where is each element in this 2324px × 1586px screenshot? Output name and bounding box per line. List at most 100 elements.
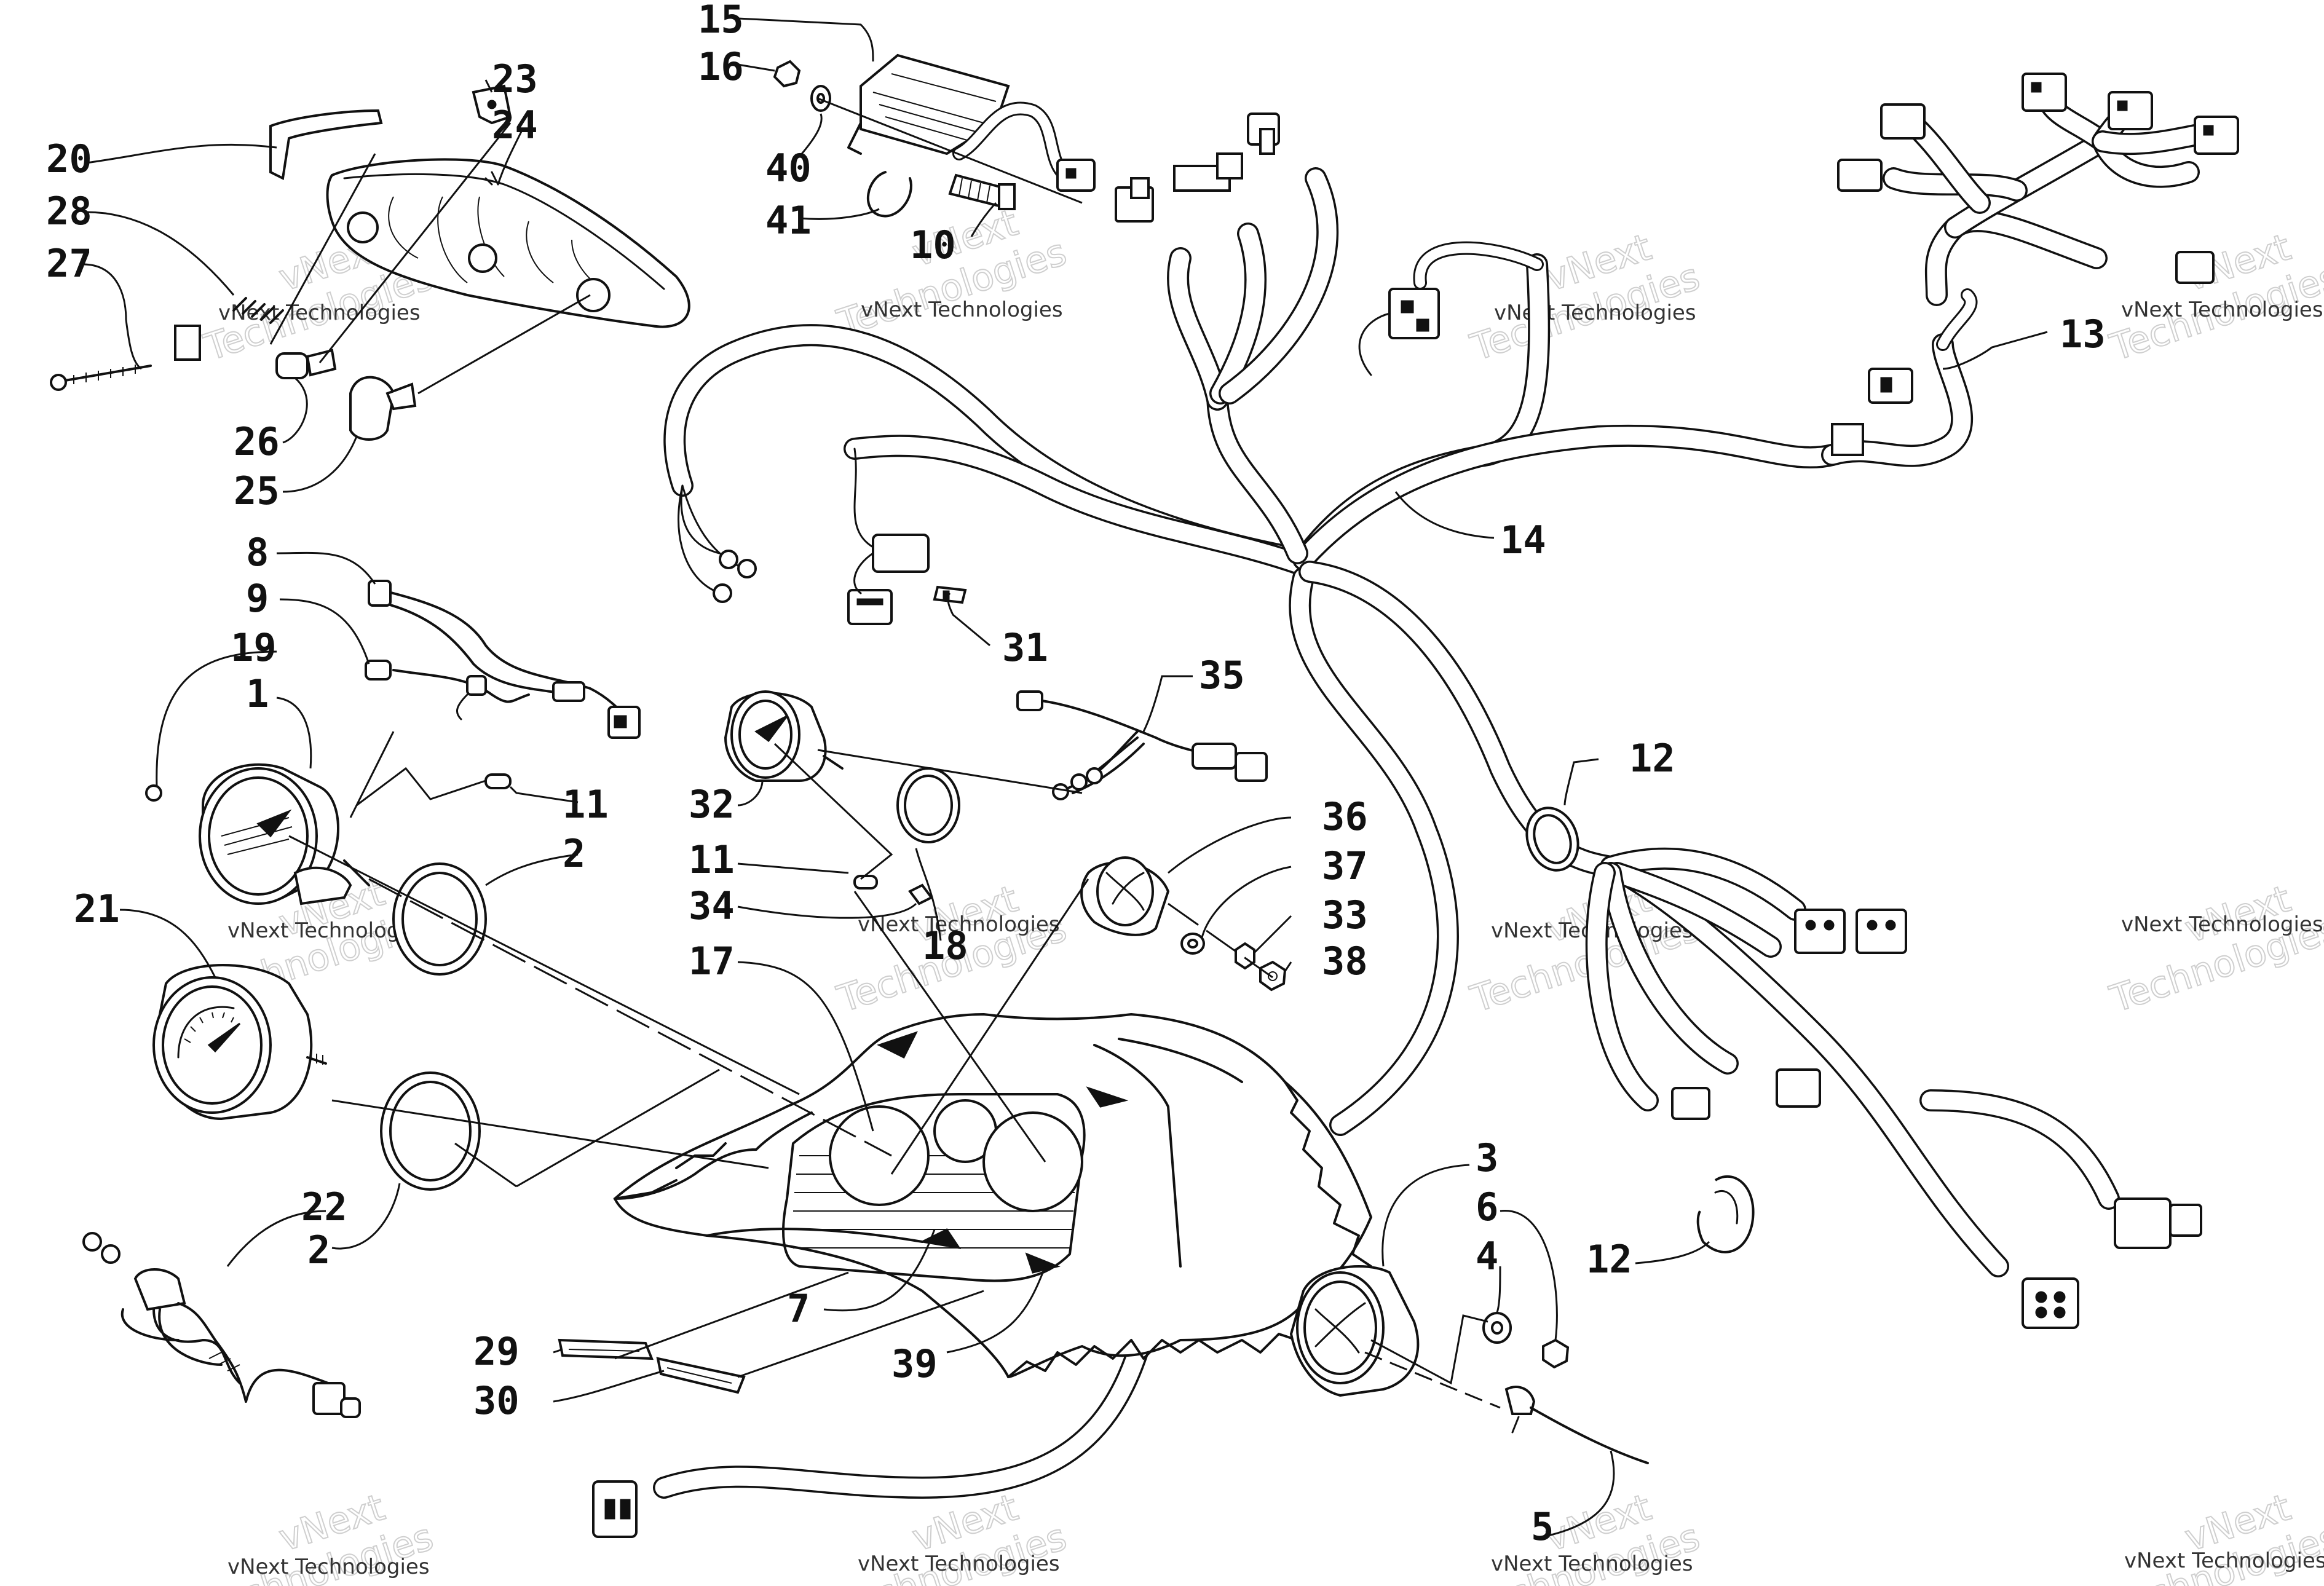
callout-2-upper: 2 [563, 831, 585, 876]
pigtail-8-9 [365, 580, 641, 739]
harness-connector-switch [1358, 288, 1440, 376]
callout-35: 35 [1199, 653, 1245, 698]
callout-20: 20 [46, 136, 92, 181]
speedo-cable-5 [1504, 1386, 1649, 1464]
callout-39: 39 [891, 1341, 938, 1386]
callout-10: 10 [910, 223, 956, 267]
callout-6: 6 [1476, 1185, 1498, 1229]
callout-41: 41 [765, 198, 812, 243]
gauge-32 [724, 690, 844, 782]
nut-16 [773, 60, 801, 88]
pigtail-22 [82, 1232, 361, 1418]
watermark-small-top-center: vNext Technologies [861, 298, 1063, 322]
gasket-2-lower [380, 1071, 481, 1191]
harness-connector-bottom-left [592, 1480, 638, 1538]
callout-37: 37 [1322, 843, 1368, 888]
callout-26: 26 [234, 419, 280, 464]
callout-25: 25 [234, 468, 280, 513]
callout-4: 4 [1476, 1234, 1498, 1279]
adjuster-spring-28 [174, 297, 284, 361]
harness-ring-terminals [678, 484, 757, 603]
switch-housing-36 [1080, 856, 1170, 936]
gasket-2-upper [392, 862, 487, 976]
regulator-connector [1056, 159, 1096, 192]
washer-4 [1482, 1312, 1512, 1344]
callout-28: 28 [46, 189, 92, 234]
callout-23: 23 [492, 57, 538, 101]
callout-1: 1 [246, 671, 269, 716]
callout-7: 7 [787, 1286, 810, 1331]
callout-12-lower: 12 [1586, 1237, 1632, 1282]
nut-6 [1542, 1338, 1570, 1369]
callout-29: 29 [473, 1329, 520, 1374]
callout-12-upper: 12 [1629, 736, 1675, 781]
callout-16: 16 [698, 44, 744, 89]
gasket-18 [896, 767, 960, 843]
callout-40: 40 [765, 146, 812, 191]
callout-24: 24 [492, 103, 538, 148]
callout-9: 9 [246, 576, 269, 621]
watermark-layer: vNext Technologies vNext Technologies vN… [199, 200, 2324, 1586]
watermark-small-top-mid: vNext Technologies [1494, 301, 1696, 325]
callout-21: 21 [74, 886, 120, 931]
callout-14: 14 [1500, 518, 1546, 562]
watermark-small-top-left: vNext Technologies [218, 301, 421, 325]
watermark-top-mid: vNext Technologies [1465, 225, 1705, 370]
watermark-small-bottom-mid: vNext Technologies [1491, 1552, 1693, 1576]
callout-5: 5 [1531, 1504, 1554, 1549]
callout-3: 3 [1476, 1135, 1498, 1180]
washer-40 [810, 85, 831, 112]
bulb-socket-25 [349, 376, 417, 441]
harness-connector-top-2 [1173, 152, 1243, 192]
washer-37 [1180, 933, 1205, 955]
callout-2-lower: 2 [307, 1228, 330, 1272]
callout-18: 18 [922, 923, 968, 968]
callout-31: 31 [1002, 625, 1048, 670]
harness-connector-right-lower [1671, 909, 2202, 1329]
watermark-small-bottom-center: vNext Technologies [858, 1552, 1060, 1576]
dash-mesh-panel [792, 1155, 1076, 1249]
fuse-31 [933, 585, 967, 604]
callout-11-center: 11 [689, 837, 735, 882]
callout-11-left: 11 [563, 782, 609, 827]
leader-lines [82, 17, 2048, 1538]
callout-27: 27 [46, 241, 92, 286]
gauge-3 [1289, 1265, 1420, 1397]
callout-17: 17 [689, 939, 735, 984]
callout-36: 36 [1322, 794, 1368, 839]
grommet-12-upper [1525, 807, 1579, 872]
bulb-11-center [853, 875, 878, 890]
bolt-10 [948, 173, 1016, 210]
harness-connector-top-3 [1115, 177, 1154, 223]
grommet-12-lower [1696, 1175, 1755, 1253]
tachometer-21 [152, 964, 327, 1121]
callout-38: 38 [1322, 939, 1368, 984]
lens-strip [269, 109, 383, 181]
callout-13: 13 [2060, 312, 2106, 357]
callout-34: 34 [689, 883, 735, 928]
dash-console [613, 1012, 1373, 1379]
callout-8: 8 [246, 530, 269, 575]
callout-33: 33 [1322, 893, 1368, 937]
watermark-small-bottom-left: vNext Technologies [227, 1555, 430, 1579]
watermark-mid-right: vNext Technologies [2105, 877, 2324, 1022]
alignment-lines [269, 97, 1501, 1409]
watermark-small-mid-right: vNext Technologies [2121, 912, 2323, 937]
callout-32: 32 [689, 782, 735, 827]
clip-23 [472, 84, 512, 125]
pigtail-35 [1016, 690, 1268, 800]
watermark-small-bottom-right: vNext Technologies [2124, 1549, 2324, 1573]
harness-connector-top-1 [1247, 112, 1280, 155]
headlight-assembly [326, 158, 690, 328]
callout-22: 22 [301, 1185, 347, 1229]
watermark-small-top-right: vNext Technologies [2121, 298, 2323, 322]
nut-38 [1259, 960, 1287, 992]
harness-connector-topright-group [1837, 73, 2239, 284]
callout-15: 15 [698, 0, 744, 42]
harness-connector-left [847, 448, 930, 625]
bulb-26 [275, 349, 337, 379]
bulb-11-left [484, 773, 512, 789]
watermark-small-mid-center: vNext Technologies [858, 912, 1060, 937]
